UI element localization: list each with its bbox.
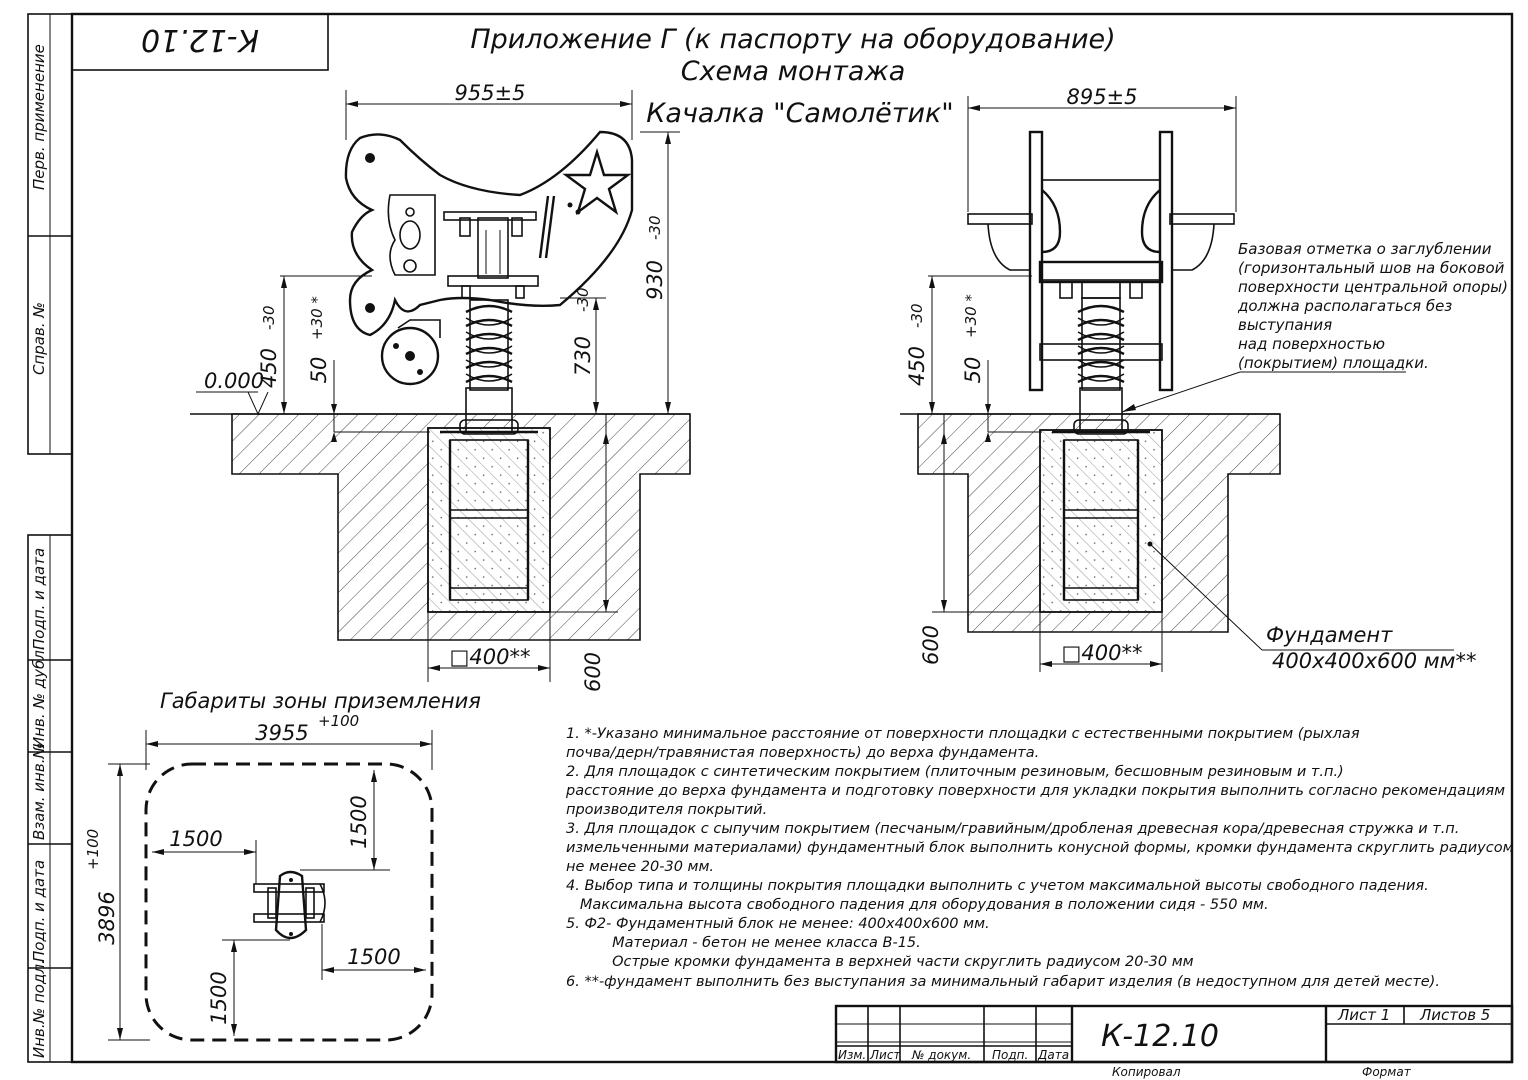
side-h450: 450 (905, 346, 929, 386)
foundation-label: Фундамент (1266, 623, 1393, 647)
front-dimensions: 955±5 930 -30 730 -30 450 -30 50 +30 * 0… (196, 81, 680, 692)
side-h450-tol: -30 (908, 304, 926, 329)
base-note-5: выступания (1238, 316, 1332, 334)
base-note-3: поверхности центральной опоры) (1238, 278, 1508, 296)
note-line-7: измельченными материалами) фундаментный … (566, 840, 1514, 856)
format-label: Формат (1362, 1065, 1412, 1079)
front-width-dim: 955±5 (454, 81, 525, 105)
landing-d1: 1500 (169, 827, 222, 851)
note-line-10: Максимальна высота свободного падения дл… (566, 897, 1269, 913)
notes: 1. *-Указано минимальное расстояние от п… (565, 726, 1514, 990)
base-note-7: (покрытием) площадки. (1238, 354, 1429, 372)
base-note-4: должна располагаться без (1237, 297, 1452, 315)
col-doc: № докум. (911, 1048, 971, 1062)
note-line-8: не менее 20-30 мм. (566, 859, 714, 875)
front-h450-tol: -30 (260, 306, 278, 331)
sheet-label: Лист 1 (1337, 1006, 1390, 1024)
front-h730-tol: -30 (574, 288, 592, 313)
side-h50-tol: +30 * (962, 294, 980, 338)
note-line-2: почва/дерн/травянистая поверхность) до в… (566, 745, 1039, 761)
side-label-2: Справ. № (30, 302, 48, 375)
side-label-1: Перв. применение (30, 44, 48, 190)
star-icon (562, 147, 632, 216)
note-line-11: 5. Ф2- Фундаментный блок не менее: 400х4… (566, 916, 990, 932)
side-label-5: Взам. инв.№ (30, 743, 48, 840)
title-block: Изм. Лист № докум. Подп. Дата К-12.10 Ли… (834, 1004, 1514, 1079)
side-foundation-square: □400** (1062, 641, 1143, 665)
front-h50-tol: +30 * (308, 296, 326, 340)
front-foundation-square: □400** (450, 645, 531, 669)
note-line-4: расстояние до верха фундамента и подгото… (565, 783, 1505, 799)
col-sign: Подп. (992, 1048, 1028, 1062)
note-line-9: 4. Выбор типа и толщины покрытия площадк… (566, 878, 1429, 894)
sheets-label: Листов 5 (1419, 1006, 1490, 1024)
note-line-6: 3. Для площадок с сыпучим покрытием (пес… (566, 821, 1459, 837)
front-h930: 930 (643, 260, 667, 300)
front-h450: 450 (257, 348, 281, 388)
landing-height-tol: +100 (84, 829, 102, 870)
note-line-12: Материал - бетон не менее класса В-15. (566, 935, 921, 951)
landing-zone: Габариты зоны приземления 3955 +100 3896… (84, 689, 481, 1042)
col-list: Лист (869, 1048, 901, 1062)
side-h50: 50 (961, 357, 985, 384)
side-label-4: Инв. № дубл. (30, 645, 48, 748)
zero-level: 0.000 (204, 369, 264, 393)
col-izm: Изм. (838, 1048, 866, 1062)
front-h50: 50 (307, 357, 331, 384)
col-date: Дата (1037, 1048, 1069, 1062)
foundation-size: 400х400х600 мм** (1272, 649, 1476, 673)
front-h730: 730 (571, 336, 595, 376)
landing-d2: 1500 (347, 795, 371, 848)
base-note-1: Базовая отметка о заглублении (1238, 240, 1492, 258)
title-line-2: Схема монтажа (681, 56, 906, 87)
side-dimensions: 895±5 450 -30 50 +30 * 600 □400** (905, 85, 1454, 672)
side-label-7: Инв.№ подл. (30, 959, 48, 1058)
landing-title: Габариты зоны приземления (160, 689, 481, 713)
top-code-box (71, 13, 329, 71)
side-label-6: Подп. и дата (30, 860, 48, 962)
note-line-5: производителя покрытий. (566, 802, 767, 818)
top-code: К-12.10 (141, 22, 259, 57)
copied-label: Копировал (1112, 1065, 1181, 1079)
landing-width: 3955 (255, 721, 308, 745)
title-line-3: Качалка "Самолётик" (646, 98, 953, 129)
base-note-2: (горизонтальный шов на боковой (1238, 259, 1505, 277)
landing-d3: 1500 (347, 945, 400, 969)
note-line-14: 6. **-фундамент выполнить без выступания… (566, 974, 1440, 990)
note-line-13: Острые кромки фундамента в верхней части… (566, 954, 1194, 970)
landing-height: 3896 (95, 891, 119, 944)
landing-equipment-plan (253, 870, 326, 940)
landing-zone-outline (144, 762, 434, 1042)
side-depth: 600 (919, 625, 943, 665)
landing-width-tol: +100 (318, 712, 359, 730)
title-line-1: Приложение Г (к паспорту на оборудование… (470, 24, 1115, 55)
base-note-6: над поверхностью (1238, 335, 1385, 353)
side-label-3: Подп. и дата (30, 548, 48, 650)
note-line-1: 1. *-Указано минимальное расстояние от п… (566, 726, 1360, 742)
front-h930-tol: -30 (646, 216, 664, 241)
landing-d4: 1500 (207, 971, 231, 1024)
side-view (900, 130, 1281, 633)
title-block-code: К-12.10 (1101, 1019, 1219, 1054)
front-depth: 600 (581, 652, 605, 692)
note-line-3: 2. Для площадок с синтетическим покрытие… (566, 764, 1344, 780)
front-view (190, 130, 691, 641)
side-width-dim: 895±5 (1066, 85, 1137, 109)
